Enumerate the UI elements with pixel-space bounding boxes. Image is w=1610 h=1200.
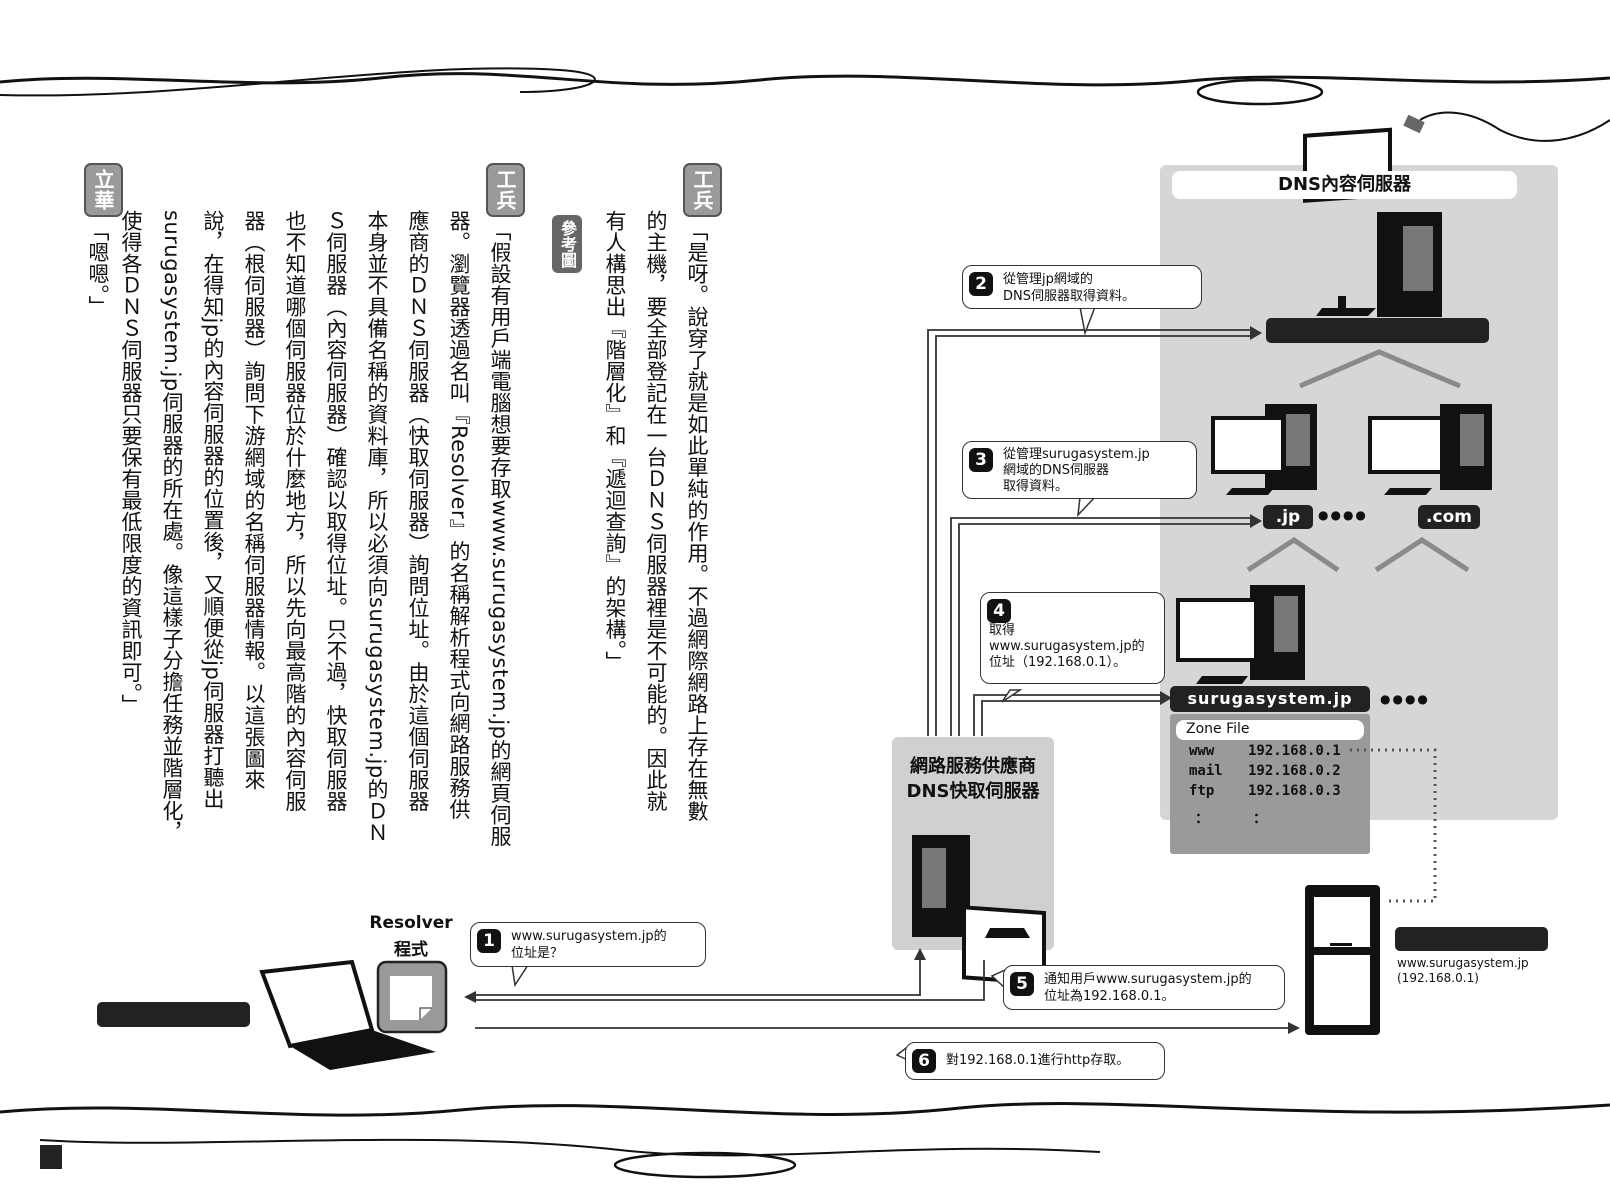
tld-jp-label: .jp [1263,505,1313,529]
text-column: 「嗯嗯。」 [86,220,110,317]
step-text-line: 位址（192.168.0.1）。 [989,655,1127,670]
text-column: 有人構思出『階層化』和『遞迴查詢』的架構。」 [603,210,627,673]
text-column: 使得各ＤＮＳ伺服器只要保有最低限度的資訊即可。」 [119,210,143,716]
speaker-badge-tachibana: 立華 [84,163,123,217]
step-text-line: www.surugasystem.jp的 [989,639,1145,654]
step-number-badge: 4 [987,599,1011,623]
step-number-badge: 5 [1010,972,1034,996]
step-text-line: 位址為192.168.0.1。 [1044,989,1175,1004]
text-column: 也不知道哪個伺服器位於什麼地方，所以先向最高階的內容伺服 [283,210,307,812]
step-5-callout: 5 通知用戶www.surugasystem.jp的 位址為192.168.0.… [1003,965,1285,1010]
cache-server-title-1: 網路服務供應商 [910,756,1036,777]
surugasystem-server-computer [1176,585,1305,684]
zone-record-name: mail [1189,763,1223,779]
zone-file-title: Zone File [1186,721,1250,737]
jp-server-computer [1211,404,1317,495]
step-text-line: 從管理jp網域的 [1003,272,1093,287]
step-text-line: 取得資料。 [1003,479,1069,494]
speaker-badge-kohei-1: 工兵 [683,163,722,217]
step-3-callout: 3 從管理surugasystem.jp 網域的DNS伺服器 取得資料。 [962,441,1197,499]
zone-record-ip: 192.168.0.3 [1248,783,1341,799]
cache-server-computer [912,835,1046,986]
query-arrows [475,329,1292,1029]
tld-com-label: .com [1418,505,1480,529]
com-server-computer [1368,404,1492,495]
web-server-tower [1305,885,1380,1035]
step-text-line: 對192.168.0.1進行http存取。 [946,1053,1130,1068]
zone-record-name: www [1189,743,1215,759]
zone-to-webserver-dotted-line [1350,748,1437,903]
tld-dots: ●●●● [1318,508,1368,522]
text-column: Ｓ伺服器（內容伺服器）確認以取得位址。只不過，快取伺服器 [324,210,348,812]
step-number-badge: 6 [912,1049,936,1073]
text-column: 器（根伺服器）詢問下游網域的名稱伺服器情報。以這張圖來 [242,210,266,791]
step-text-line: DNS伺服器取得資料。 [1003,289,1135,304]
step-text-line: www.surugasystem.jp的 [511,929,667,944]
arrow-heads [464,326,1300,1034]
step-text-line: 位址是？ [511,946,564,961]
zone-record-name: ftp [1189,783,1215,799]
step-number-badge: 3 [969,448,993,472]
step-4-callout: 4 取得 www.surugasystem.jp的 位址（192.168.0.1… [980,592,1165,684]
step-text-line: 從管理surugasystem.jp [1003,447,1150,462]
client-label-redacted [97,1002,250,1027]
resolver-label-1: Resolver [369,913,453,933]
step-1-callout: 1 www.surugasystem.jp的 位址是？ [470,922,706,967]
text-column: 「是呀。說穿了就是如此單純的作用。不過網際網路上存在無數 [685,220,709,822]
domain-label: surugasystem.jp [1170,686,1370,712]
step-text-line: 取得 [989,623,1016,638]
step-number-badge: 2 [969,272,993,296]
web-server-host: www.surugasystem.jp [1397,956,1529,970]
cache-server-title-2: DNS快取伺服器 [906,781,1040,802]
text-column: 的主機，要全部登記在一台ＤＮＳ伺服器裡是不可能的。因此就 [644,210,668,812]
text-column: 應商的ＤＮＳ伺服器（快取伺服器）詢問位址。由於這個伺服器 [406,210,430,812]
reference-figure-badge: 參考圖 [552,215,582,273]
step-2-callout: 2 從管理jp網域的 DNS伺服器取得資料。 [962,265,1202,309]
zone-file-panel [1170,714,1370,854]
content-server-title: DNS內容伺服器 [1172,171,1517,199]
zone-record-ip: 192.168.0.2 [1248,763,1341,779]
step-text-line: 網域的DNS伺服器 [1003,463,1109,478]
top-cable-decoration [0,72,1610,87]
text-column: 器。瀏覽器透過名叫『Resolver』的名稱解析程式向網路服務供 [447,210,471,821]
root-server-label-redacted [1266,318,1489,343]
zone-record-ip: 192.168.0.1 [1248,743,1341,759]
zone-ellipsis: ： [1195,811,1209,827]
resolver-label-2: 程式 [394,940,428,960]
text-column: surugasystem.jp伺服器的所在處。像這樣子分擔任務並階層化， [160,210,184,844]
step-6-callout: 6 對192.168.0.1進行http存取。 [905,1042,1165,1080]
speaker-badge-kohei-2: 工兵 [486,163,525,217]
text-column: 本身並不具備名稱的資料庫，所以必須向surugasystem.jp的ＤＮ [365,210,389,844]
text-column: 說，在得知jp的內容伺服器的位置後，又順便從jp伺服器打聽出 [201,210,225,810]
web-server-ip: (192.168.0.1) [1397,971,1479,985]
zone-ellipsis: ： [1253,811,1267,827]
web-server-label-redacted [1395,927,1548,951]
bottom-cable-decoration [0,1102,1610,1117]
domain-dots: ●●●● [1380,692,1430,706]
text-column: 「假設有用戶端電腦想要存取www.surugasystem.jp的網頁伺服 [488,220,512,847]
step-text-line: 通知用戶www.surugasystem.jp的 [1044,972,1252,987]
step-number-badge: 1 [477,929,501,953]
client-laptop [259,959,436,1070]
